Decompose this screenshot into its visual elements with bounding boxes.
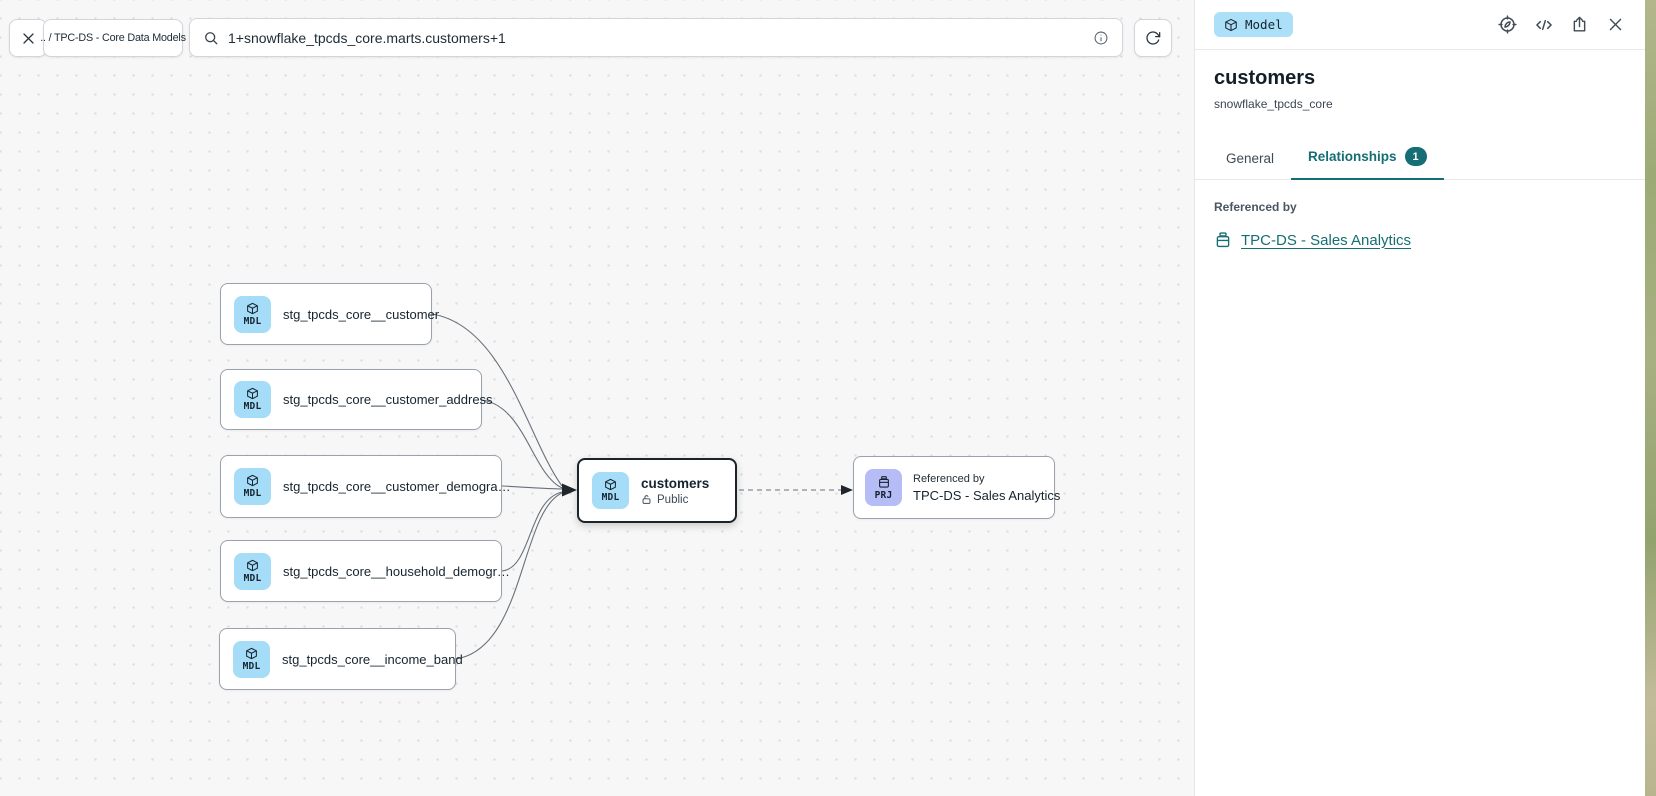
referenced-project-label: TPC-DS - Sales Analytics (1241, 231, 1412, 249)
node-customers-selected[interactable]: MDL customers Public (577, 458, 737, 523)
model-badge: MDL (234, 468, 271, 505)
node-stg-income-band[interactable]: MDL stg_tpcds_core__income_band (219, 628, 463, 690)
project-badge: PRJ (865, 469, 902, 506)
node-stg-household-demographics[interactable]: MDL stg_tpcds_core__household_demogr… (220, 540, 510, 602)
code-icon[interactable] (1533, 14, 1554, 35)
cube-icon (1224, 18, 1238, 32)
relationships-count-badge: 1 (1404, 147, 1427, 166)
tab-relationships[interactable]: Relationships 1 (1291, 136, 1444, 180)
desktop-wallpaper-edge (1645, 0, 1656, 796)
node-title: customers (641, 475, 710, 491)
node-label: stg_tpcds_core__customer_demogra… (283, 479, 511, 494)
relationships-content: Referenced by TPC-DS - Sales Analytics (1195, 180, 1645, 269)
panel-tabs: General Relationships 1 (1195, 136, 1645, 180)
node-label: stg_tpcds_core__customer (283, 306, 440, 322)
cube-icon (604, 478, 617, 491)
search-input[interactable] (228, 29, 1084, 46)
lineage-canvas[interactable]: MDL stg_tpcds_core__customer MDL stg_tpc… (0, 0, 1194, 796)
explore-compass-icon[interactable] (1497, 14, 1518, 35)
referenced-project-link[interactable]: TPC-DS - Sales Analytics (1214, 231, 1411, 249)
node-kicker: Referenced by (913, 472, 985, 485)
cube-icon (245, 647, 258, 660)
breadcrumb[interactable]: .. / TPC-DS - Core Data Models (40, 19, 186, 57)
info-icon[interactable] (1093, 30, 1109, 46)
node-label: stg_tpcds_core__customer_address (283, 392, 493, 407)
lineage-search[interactable] (189, 18, 1123, 57)
cube-icon (246, 302, 259, 315)
model-badge: MDL (592, 472, 629, 509)
edge-household-demographics (501, 491, 563, 572)
panel-actions (1497, 14, 1626, 35)
search-icon (203, 30, 219, 46)
page-title: customers (1214, 67, 1316, 89)
refresh-icon (1145, 30, 1161, 46)
panel-header: Model (1195, 0, 1645, 49)
close-panel-icon[interactable] (1605, 14, 1626, 35)
node-tpcds-sales-analytics[interactable]: PRJ Referenced by TPC-DS - Sales Analyti… (853, 456, 1060, 519)
tab-general[interactable]: General (1226, 151, 1275, 166)
node-stg-customer-demographics[interactable]: MDL stg_tpcds_core__customer_demogra… (220, 455, 511, 518)
cube-icon (246, 559, 259, 572)
refresh-button[interactable] (1134, 19, 1172, 57)
referenced-by-label: Referenced by (1214, 200, 1297, 214)
node-access-row: Public (641, 494, 709, 506)
title-block: customers snowflake_tpcds_core (1195, 50, 1645, 111)
archive-box-icon (1214, 231, 1232, 249)
lineage-edges (431, 313, 853, 660)
divider (1195, 49, 1645, 50)
model-badge: MDL (234, 381, 271, 418)
edge-arrowhead-out (841, 485, 853, 495)
node-stg-customer[interactable]: MDL stg_tpcds_core__customer (220, 283, 439, 345)
model-badge: MDL (233, 640, 270, 678)
share-icon[interactable] (1569, 14, 1590, 35)
project-subtitle: snowflake_tpcds_core (1214, 97, 1333, 111)
node-stg-customer-address[interactable]: MDL stg_tpcds_core__customer_address (220, 369, 493, 430)
unlock-icon (641, 494, 652, 505)
cube-icon (246, 474, 259, 487)
edge-arrowhead-in (562, 483, 577, 497)
node-label: TPC-DS - Sales Analytics (913, 487, 1061, 503)
details-panel: Model customers snowflake_tpcds_core Gen… (1194, 0, 1645, 796)
archive-box-icon (877, 475, 891, 489)
close-canvas-button[interactable] (9, 19, 47, 57)
cube-icon (246, 387, 259, 400)
model-badge: MDL (234, 552, 271, 590)
resource-type-badge: Model (1214, 12, 1293, 37)
edge-customer-demographics (501, 485, 563, 490)
node-label: stg_tpcds_core__income_band (282, 651, 463, 667)
access-label: Public (657, 493, 689, 506)
node-label: stg_tpcds_core__household_demogr… (283, 563, 510, 579)
close-icon (21, 31, 36, 46)
model-badge: MDL (234, 295, 271, 333)
